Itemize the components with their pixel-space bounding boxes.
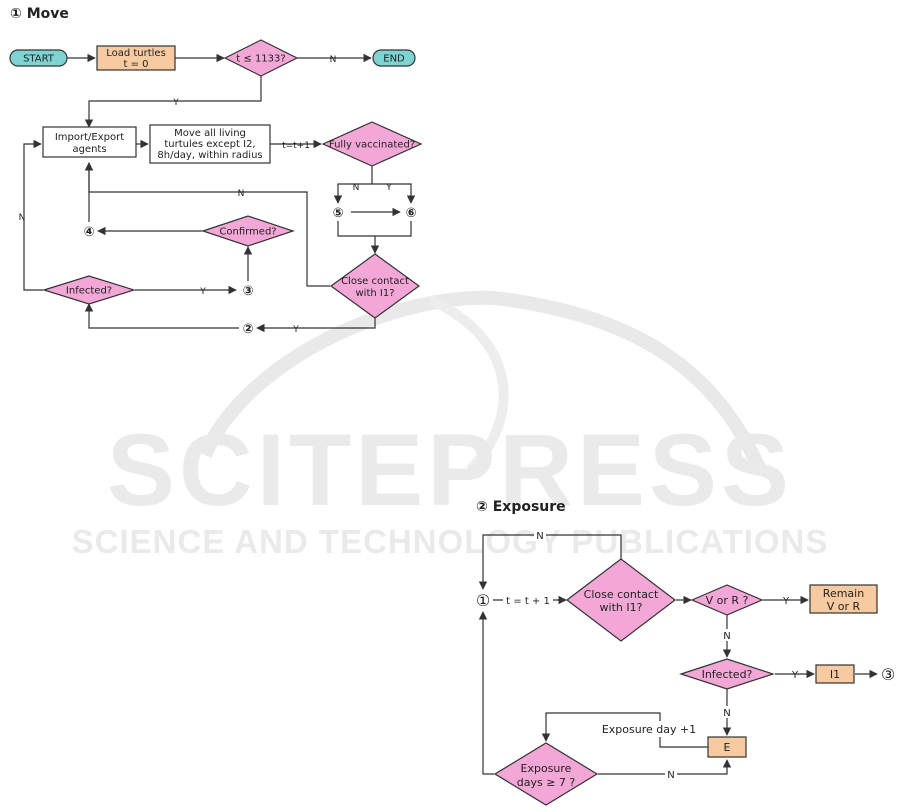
move-connectors <box>23 53 416 333</box>
exposure-days-diamond <box>493 742 599 806</box>
close-contact-diamond <box>329 253 421 319</box>
fully-vaccinated-label: Fully vaccinated? <box>329 140 415 151</box>
label-n-top: N <box>536 531 543 542</box>
load-turtles-box <box>96 45 176 71</box>
confirmed-label: Confirmed? <box>219 227 276 238</box>
e-label: E <box>724 741 731 754</box>
label-n-infected: N <box>19 213 26 223</box>
load-turtles-label-2: t = 0 <box>123 59 148 70</box>
edge-close-n-loop <box>84 162 330 287</box>
remain-v-or-r-box <box>809 584 878 614</box>
i1-box <box>815 664 855 684</box>
move-turtles-label-3: 8h/day, within radius <box>157 150 262 161</box>
edge-infected-n-loop <box>23 139 43 291</box>
connector-2: ② <box>242 322 253 337</box>
edge-split-5 <box>333 183 372 204</box>
n-vr-label-bg <box>721 629 733 641</box>
exposure-day-label: Exposure day +1 <box>602 723 696 736</box>
edge-close-n-loop <box>478 534 622 590</box>
end-label: END <box>383 54 405 65</box>
edge-cond-import <box>84 76 262 128</box>
time-condition-label: t ≤ 1133? <box>236 54 285 65</box>
edge-2-infected <box>84 303 239 329</box>
move-turtles-label-1: Move all living <box>174 128 246 139</box>
edge-split-6 <box>372 183 416 204</box>
i1-label: I1 <box>830 668 840 681</box>
label-increment: t=t+1 <box>282 141 310 151</box>
exposure-days-label-2: days ≥ 7 ? <box>517 776 576 789</box>
edge-days-y-1 <box>478 611 494 775</box>
label-n-end: N <box>330 55 337 65</box>
exposure-connector-1: ① <box>476 591 490 610</box>
connector-6: ⑥ <box>405 206 416 221</box>
remain-label-2: V or R <box>827 600 861 613</box>
exposure-infected-label: Infected? <box>702 668 753 681</box>
exposure-close-contact-label-2: with I1? <box>600 601 643 614</box>
connector-4: ④ <box>83 225 94 240</box>
exposure-connector-3: ③ <box>881 665 895 684</box>
exposure-infected-diamond <box>679 658 775 690</box>
infected-label: Infected? <box>66 286 112 297</box>
increment-label-bg <box>503 594 553 606</box>
edge-e-days <box>541 712 708 748</box>
start-label: START <box>23 54 55 65</box>
connector-5: ⑤ <box>332 206 343 221</box>
label-n-close: N <box>238 189 245 199</box>
n-top-label-bg <box>534 529 546 541</box>
remain-label-1: Remain <box>823 587 864 600</box>
watermark-swoosh <box>198 290 767 473</box>
import-export-label-2: agents <box>72 144 106 155</box>
v-or-r-diamond <box>690 584 764 616</box>
edge-close-y-2 <box>256 318 376 333</box>
label-n-days: N <box>667 770 674 781</box>
watermark-sub-text: SCIENCE AND TECHNOLOGY PUBLICATIONS <box>72 523 829 560</box>
connector-3: ③ <box>242 284 253 299</box>
infected-diamond <box>41 275 137 305</box>
fully-vaccinated-diamond <box>321 121 423 167</box>
exposure-day-label-bg <box>601 721 697 737</box>
import-export-box <box>42 126 137 158</box>
load-turtles-label-1: Load turtles <box>106 48 166 59</box>
n-infected-label-bg <box>721 706 733 718</box>
time-condition-diamond <box>223 39 299 77</box>
start-terminal <box>9 49 68 67</box>
label-n-vacc: N <box>353 183 360 193</box>
edge-merge <box>337 221 412 237</box>
exposure-section-title: ② Exposure <box>476 499 566 515</box>
move-flowchart: START Load turtles t = 0 t ≤ 1133? END I… <box>9 39 423 337</box>
close-contact-label-2: with I1? <box>355 288 394 299</box>
e-box <box>707 736 747 758</box>
label-y-infected: Y <box>199 287 206 297</box>
end-terminal <box>372 49 416 67</box>
exposure-increment-label: t = t + 1 <box>506 596 550 607</box>
label-y-close: Y <box>292 325 299 335</box>
exposure-close-contact-diamond <box>566 558 676 642</box>
n-days-label-bg <box>665 768 677 780</box>
watermark-swoosh-2 <box>427 295 509 474</box>
confirmed-diamond <box>201 215 295 247</box>
import-export-label-1: Import/Export <box>55 132 124 143</box>
exposure-close-contact-label-1: Close contact <box>584 588 659 601</box>
exposure-flowchart: ① Close contact with I1? V or R ? Remain… <box>476 529 895 806</box>
watermark-main-text: SCITEPRESS <box>107 413 793 527</box>
close-contact-label-1: Close contact <box>341 276 409 287</box>
label-y-remain: Y <box>782 596 790 607</box>
exposure-connectors <box>478 534 878 775</box>
label-n-vr: N <box>723 631 730 642</box>
label-y-vacc: Y <box>385 183 392 193</box>
exposure-days-label-1: Exposure <box>521 762 572 775</box>
move-turtles-label-2: turtules except I2, <box>164 139 255 150</box>
v-or-r-label: V or R ? <box>706 594 749 607</box>
label-y-i1: Y <box>791 670 799 681</box>
label-y-import: Y <box>172 98 179 108</box>
label-n-infected-e: N <box>723 708 730 719</box>
move-turtles-box <box>149 124 271 164</box>
move-section-title: ① Move <box>10 6 69 22</box>
edge-days-n <box>598 759 732 775</box>
